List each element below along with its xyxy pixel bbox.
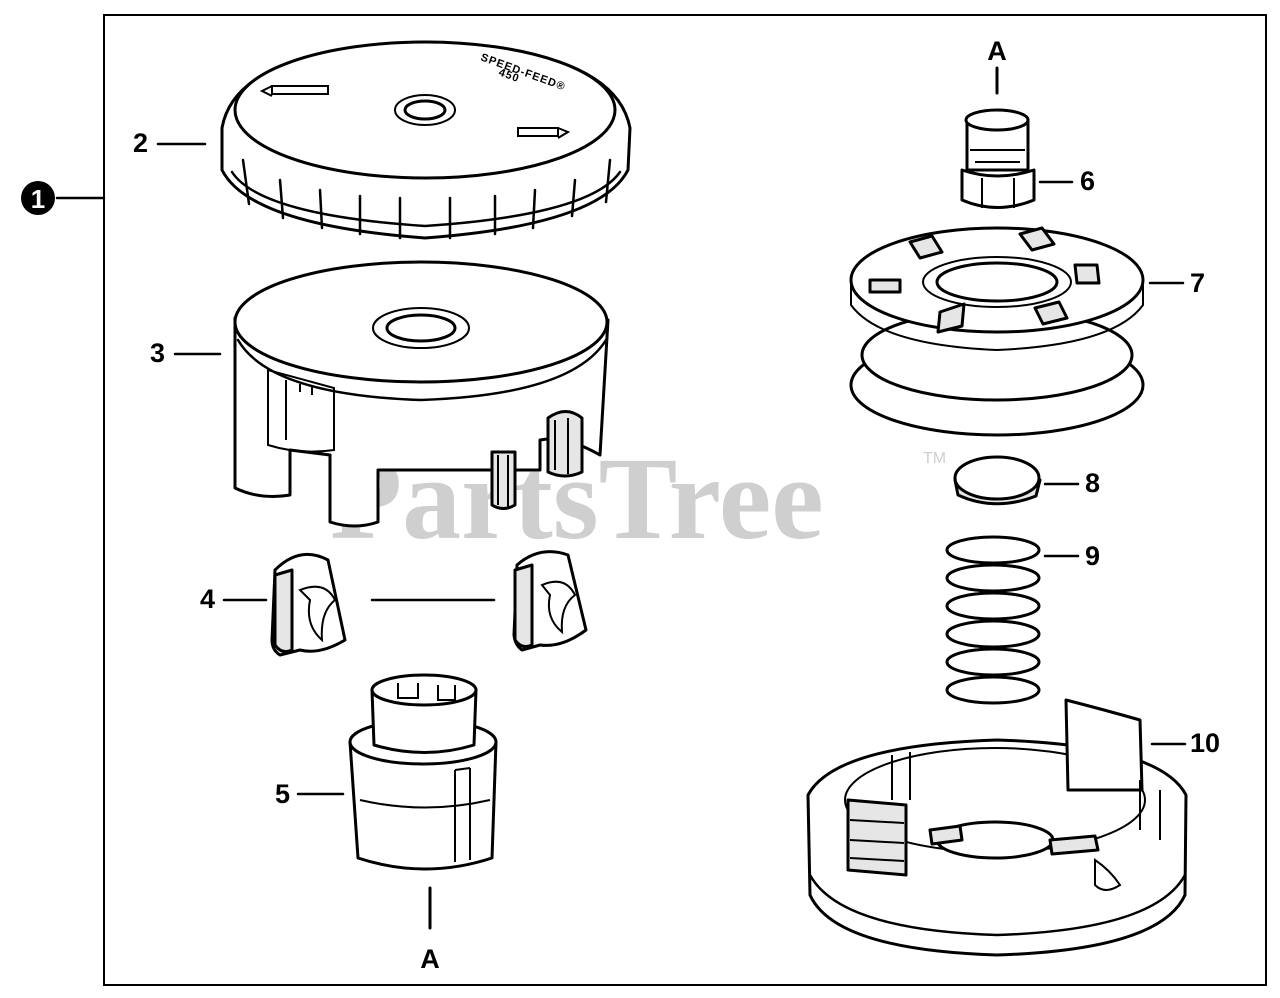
part-button-cap[interactable] — [953, 455, 1042, 506]
callout-3[interactable]: 3 — [150, 338, 222, 368]
diagram-frame — [103, 14, 1267, 986]
callout-6[interactable]: 6 — [1038, 166, 1095, 196]
trademark-symbol: TM — [923, 450, 946, 467]
svg-text:9: 9 — [1085, 541, 1100, 571]
callout-2[interactable]: 2 — [133, 128, 207, 158]
svg-text:2: 2 — [133, 128, 148, 158]
svg-text:6: 6 — [1080, 166, 1095, 196]
svg-text:7: 7 — [1190, 268, 1205, 298]
callout-5[interactable]: 5 — [275, 779, 345, 809]
part-eyelet-left[interactable] — [270, 552, 347, 657]
part-spool-cap[interactable]: SPEED-FEED® 450 — [220, 40, 632, 240]
svg-text:3: 3 — [150, 338, 165, 368]
svg-text:5: 5 — [275, 779, 290, 809]
part-drive-fitting[interactable] — [960, 108, 1036, 209]
part-adapter[interactable] — [348, 673, 498, 871]
svg-text:10: 10 — [1190, 728, 1220, 758]
connector-a-bottom[interactable]: A — [420, 886, 440, 974]
svg-text:1: 1 — [31, 184, 45, 214]
part-spool-housing[interactable] — [233, 260, 610, 528]
part-spool[interactable] — [849, 226, 1145, 437]
assembly-callout[interactable]: 1 — [21, 181, 106, 215]
svg-text:A: A — [420, 944, 440, 974]
svg-text:8: 8 — [1085, 468, 1100, 498]
callout-9[interactable]: 9 — [1043, 541, 1100, 571]
part-spring[interactable] — [945, 535, 1041, 705]
svg-text:4: 4 — [200, 584, 215, 614]
svg-text:A: A — [987, 36, 1007, 66]
callout-4[interactable]: 4 — [200, 584, 496, 614]
part-base-housing[interactable] — [806, 698, 1188, 957]
callout-10[interactable]: 10 — [1150, 728, 1220, 758]
connector-a-top[interactable]: A — [987, 36, 1007, 95]
callout-7[interactable]: 7 — [1148, 268, 1205, 298]
callout-8[interactable]: 8 — [1043, 468, 1100, 498]
part-eyelet-right[interactable] — [512, 550, 588, 652]
